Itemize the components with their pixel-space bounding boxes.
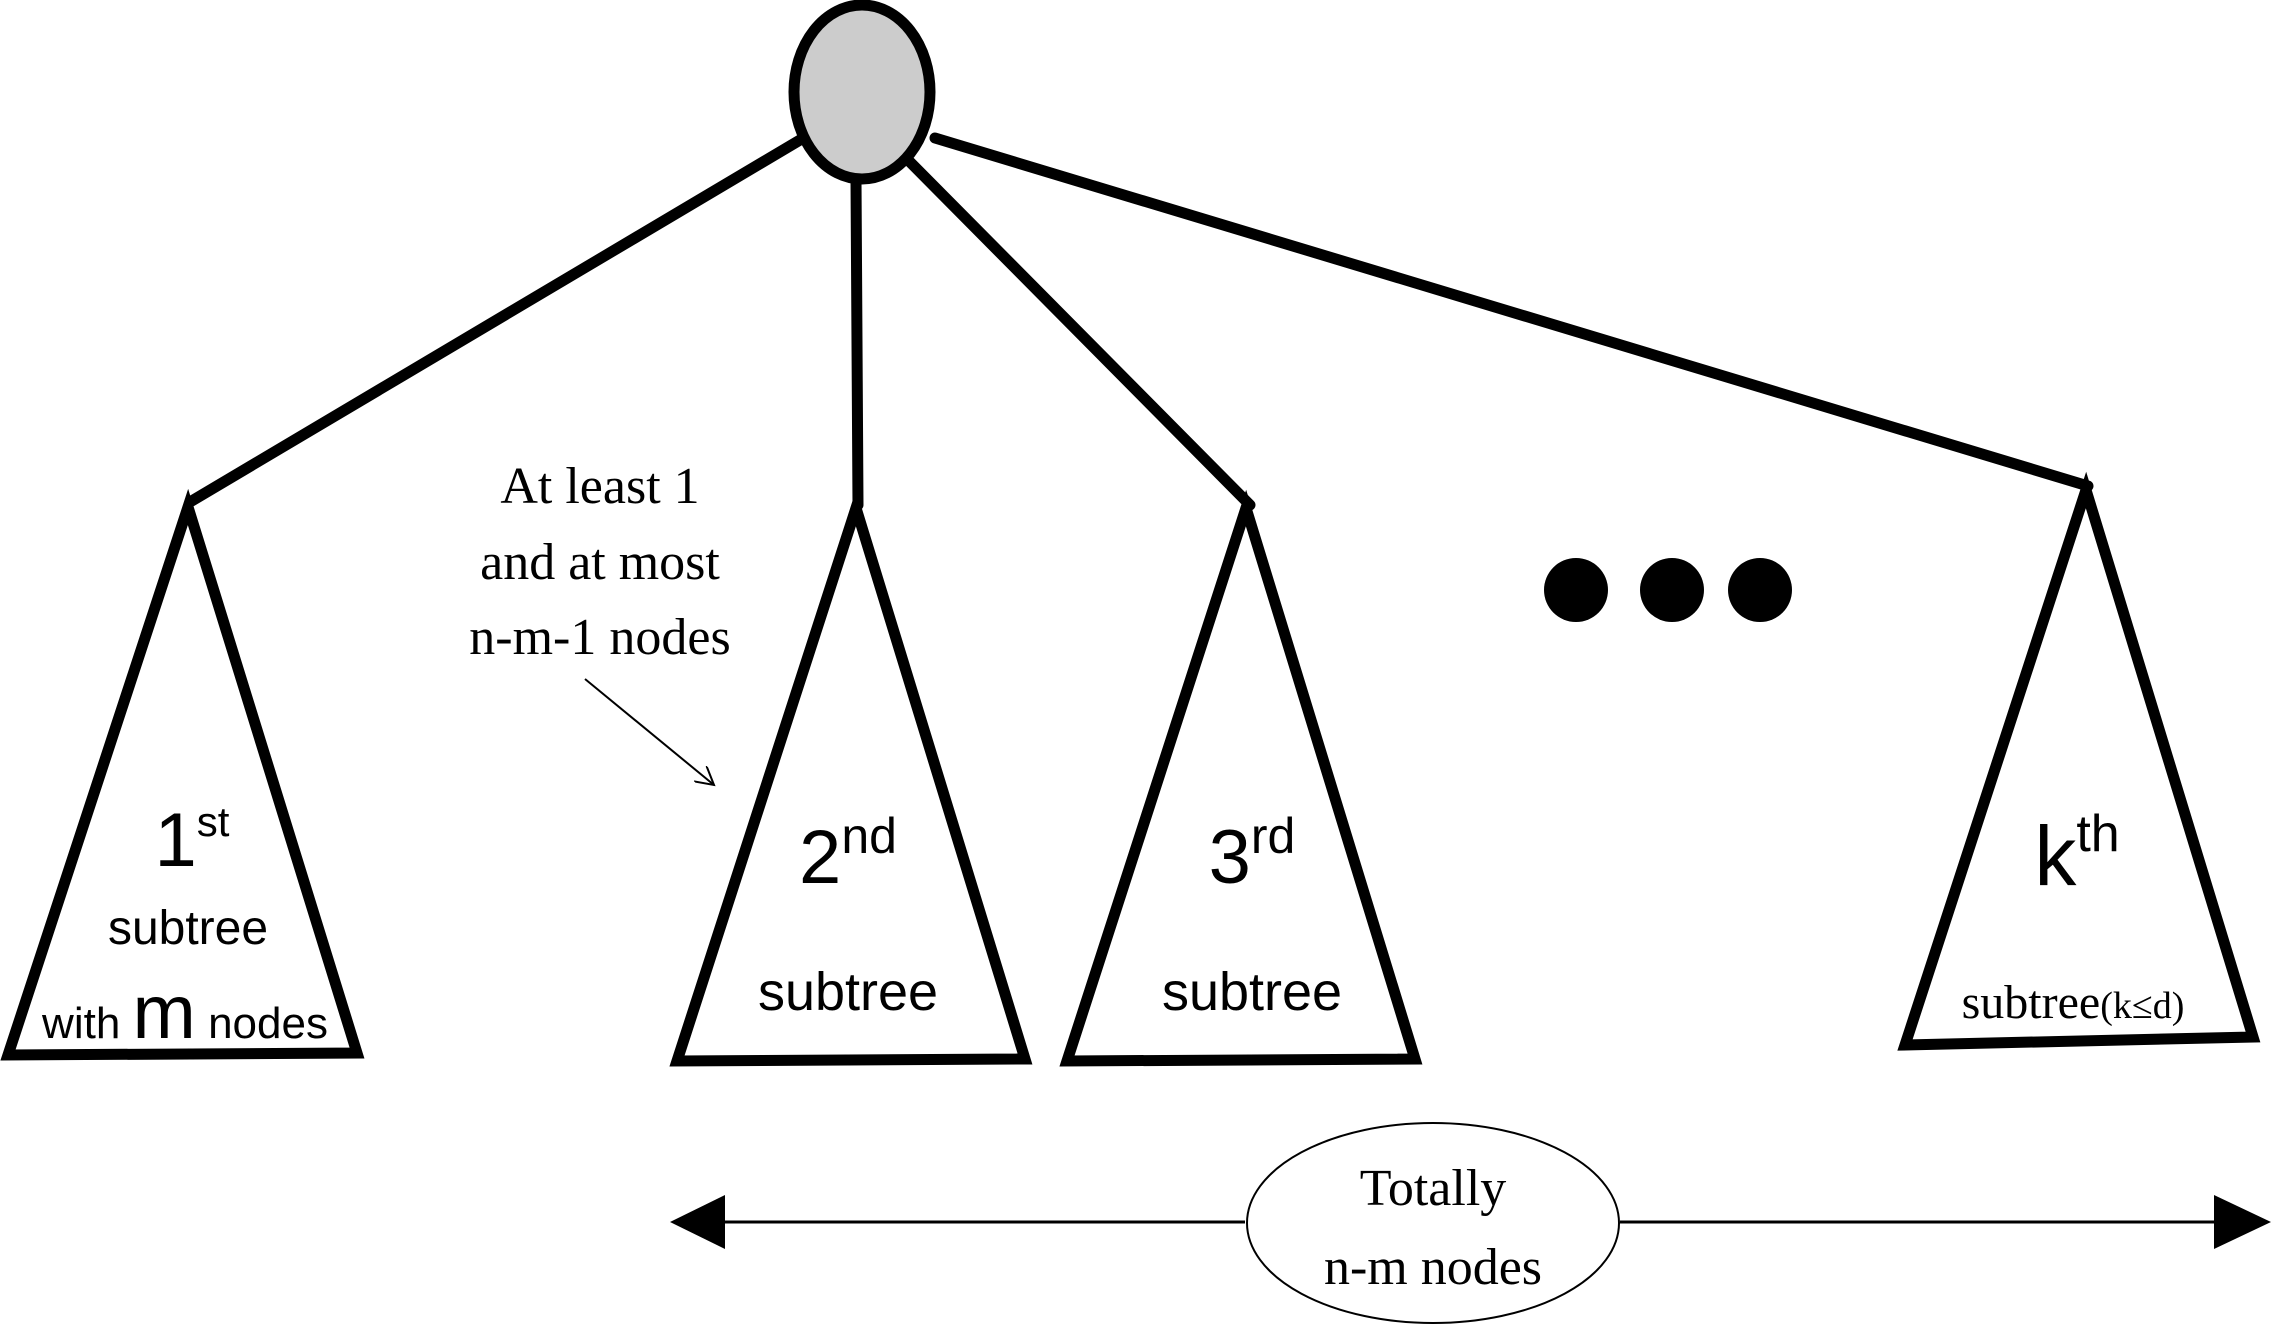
arrowhead-left-icon [670,1195,725,1249]
subtree-1-word: subtree [108,902,268,955]
root-node [788,0,936,185]
total-range-arrow [670,1195,2271,1249]
subtree-2-word: subtree [758,962,938,1022]
subtree-1-ordinal: 1st [155,798,230,883]
subtree-3-ordinal: 3rd [1209,808,1296,900]
edge-to-subtree-2 [850,174,864,511]
subtree-k-word: subtree(k≤d) [1962,976,2185,1029]
subtree-3-word: subtree [1162,962,1342,1022]
edge-to-subtree-k [929,132,2094,492]
subtree-2-triangle [669,489,1033,1067]
subtree-k-ordinal: kth [2034,805,2119,903]
subtree-1-node-count: with m nodes [41,970,328,1055]
arrowhead-right-icon [2214,1195,2271,1249]
three-dots-icon [1544,558,1792,622]
annotation: At least 1 and at most n-m-1 nodes [469,458,731,785]
total-ellipse [1246,1122,1620,1324]
total-line-2: n-m nodes [1324,1239,1542,1296]
annotation-line-1: At least 1 [500,458,699,515]
annotation-arrow [584,678,714,785]
subtree-1-triangle [0,488,365,1061]
edge-to-subtree-1 [184,134,806,508]
subtree-2-ordinal: 2nd [799,808,897,900]
annotation-line-2: and at most [480,534,720,591]
subtree-k-triangle [1897,471,2261,1051]
subtree-3-triangle [1059,489,1423,1067]
total-line-1: Totally [1360,1160,1507,1217]
annotation-line-3: n-m-1 nodes [469,609,730,666]
edge-to-subtree-3 [902,154,1256,511]
